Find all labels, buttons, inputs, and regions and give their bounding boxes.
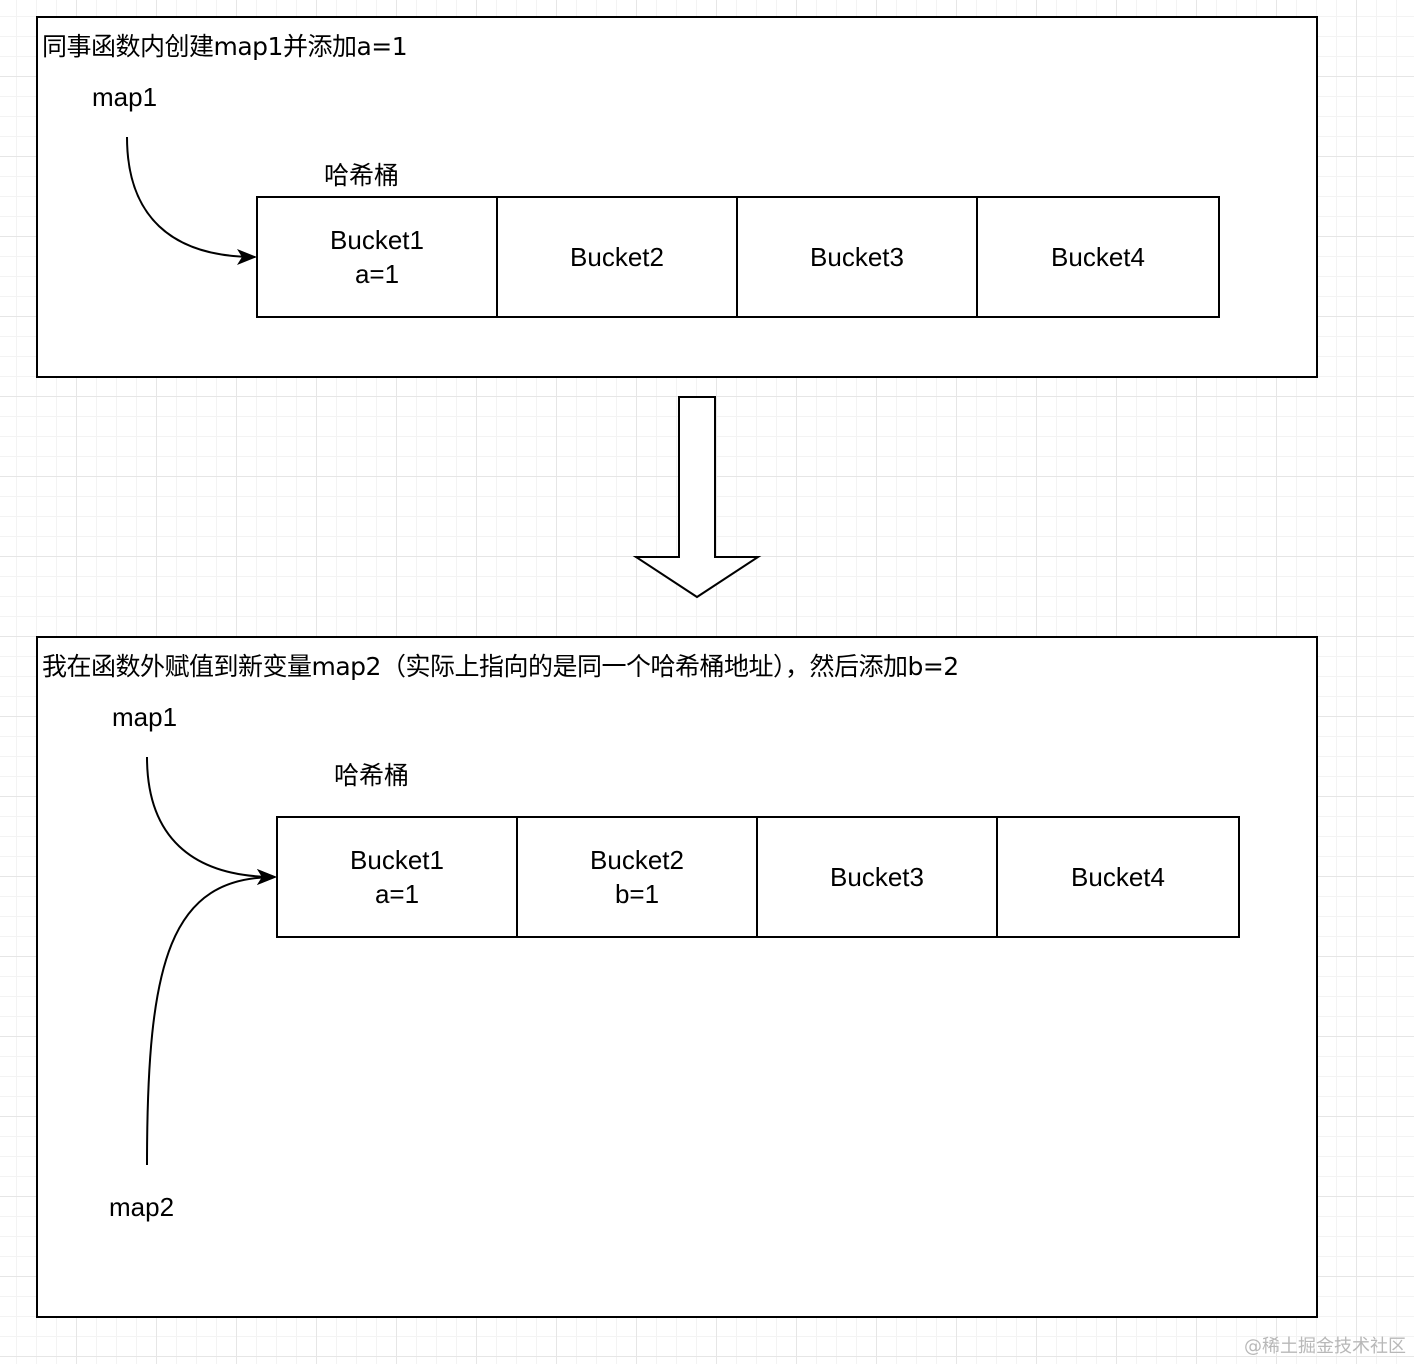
panel-map2-assignment: 我在函数外赋值到新变量map2（实际上指向的是同一个哈希桶地址），然后添加b=2 — [36, 636, 1318, 1318]
panel2-title: 我在函数外赋值到新变量map2（实际上指向的是同一个哈希桶地址），然后添加b=2 — [42, 652, 959, 681]
panel1-map1-label: map1 — [92, 82, 158, 112]
bucket-name: Bucket1 — [330, 225, 424, 255]
bucket-value: b=1 — [614, 879, 660, 909]
panel1-bucket-4: Bucket4 — [978, 198, 1218, 316]
panel2-map2-label: map2 — [109, 1192, 175, 1222]
panel1-bucket-title: 哈希桶 — [324, 161, 400, 190]
bucket-name: Bucket1 — [350, 845, 444, 875]
panel1-bucket-3: Bucket3 — [738, 198, 978, 316]
panel2-map1-label: map1 — [112, 702, 178, 732]
transition-down-arrow — [632, 396, 762, 599]
bucket-name: Bucket3 — [830, 862, 924, 892]
panel1-bucket-1: Bucket1 a=1 — [258, 198, 498, 316]
watermark: @稀土掘金技术社区 — [1244, 1336, 1406, 1357]
bucket-name: Bucket3 — [810, 242, 904, 272]
map1-to-bucket-arrow-2 — [146, 756, 277, 885]
bucket-value: a=1 — [354, 259, 400, 289]
panel2-bucket-title: 哈希桶 — [334, 761, 410, 790]
panel1-bucket-row: Bucket1 a=1 Bucket2 Bucket3 Bucket4 — [256, 196, 1220, 318]
bucket-name: Bucket4 — [1051, 242, 1145, 272]
bucket-value: a=1 — [374, 879, 420, 909]
panel2-bucket-2: Bucket2 b=1 — [518, 818, 758, 936]
panel1-bucket-2: Bucket2 — [498, 198, 738, 316]
map1-to-bucket-arrow-1 — [126, 136, 257, 265]
bucket-name: Bucket2 — [590, 845, 684, 875]
bucket-name: Bucket4 — [1071, 862, 1165, 892]
panel2-bucket-4: Bucket4 — [998, 818, 1238, 936]
panel2-bucket-row: Bucket1 a=1 Bucket2 b=1 Bucket3 Bucket4 — [276, 816, 1240, 938]
bucket-name: Bucket2 — [570, 242, 664, 272]
map2-to-bucket-arrow — [146, 869, 277, 1166]
panel1-title: 同事函数内创建map1并添加a=1 — [42, 32, 408, 61]
panel2-bucket-3: Bucket3 — [758, 818, 998, 936]
panel2-bucket-1: Bucket1 a=1 — [278, 818, 518, 936]
